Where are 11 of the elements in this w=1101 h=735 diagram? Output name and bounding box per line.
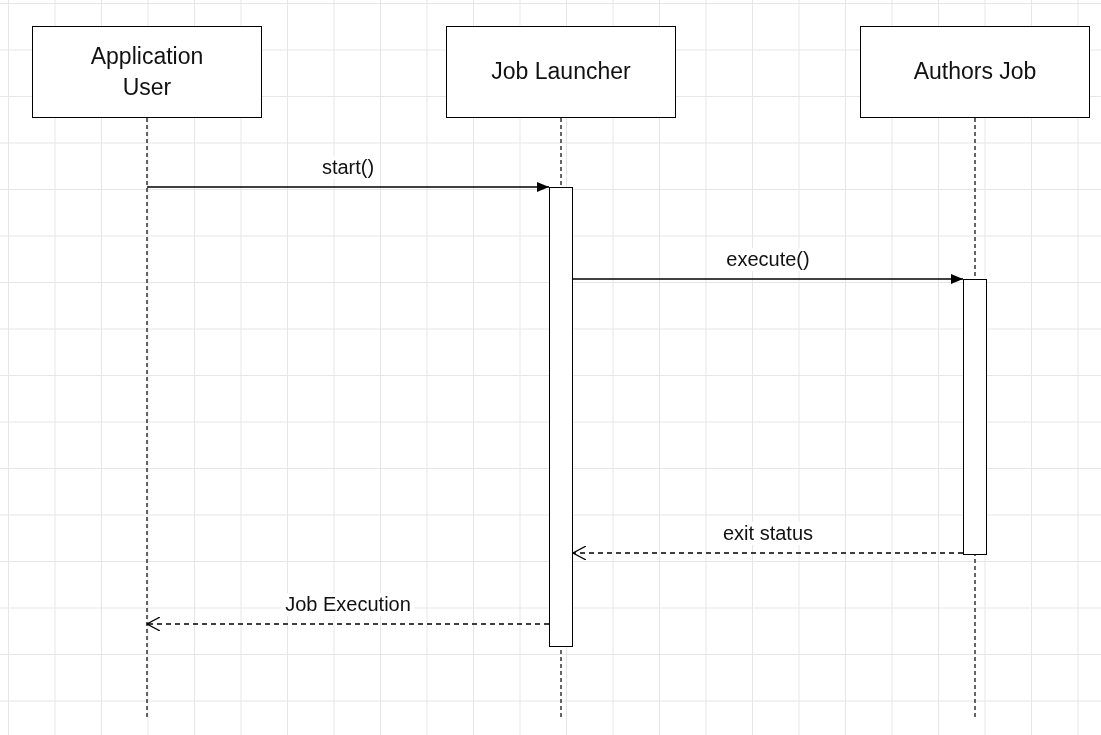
activation-bar	[549, 187, 573, 647]
participant-box: Application User	[32, 26, 262, 118]
participant-box: Authors Job	[860, 26, 1090, 118]
message-arrow	[572, 274, 964, 284]
participant-box: Job Launcher	[446, 26, 676, 118]
activation-bar	[963, 279, 987, 555]
message-label: exit status	[720, 522, 816, 545]
return-message-arrow	[572, 545, 964, 561]
message-arrow	[146, 182, 550, 192]
return-message-arrow	[146, 616, 550, 632]
message-label: Job Execution	[282, 593, 414, 616]
